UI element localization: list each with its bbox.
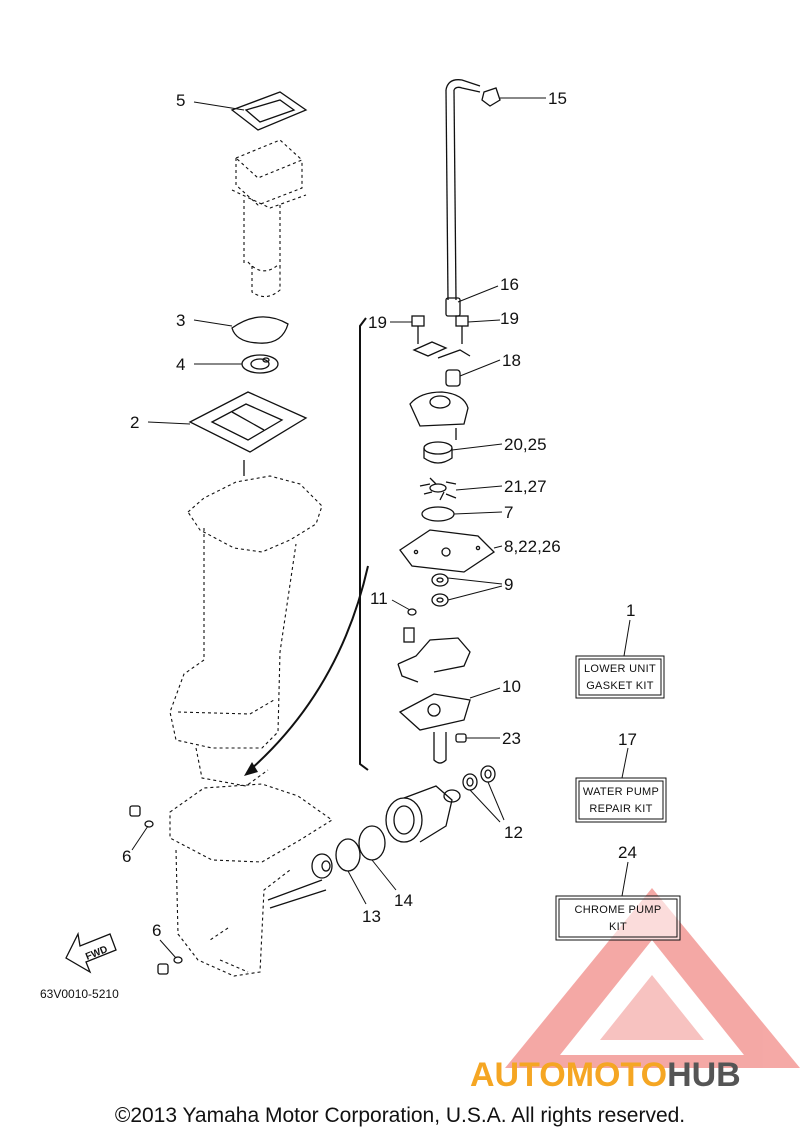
part-2-gasket xyxy=(188,391,308,476)
part-9-bearings xyxy=(431,573,449,607)
fwd-arrow-icon: FWD xyxy=(65,931,117,974)
group-bracket xyxy=(359,317,369,771)
part-4-seal xyxy=(241,354,279,374)
part-13-oring xyxy=(335,838,361,872)
kit-chrome-pump: CHROME PUMP KIT xyxy=(555,895,681,941)
part-7-oring xyxy=(421,506,455,522)
callout-23: 23 xyxy=(502,729,521,748)
part-19-bolt-left xyxy=(411,315,425,344)
callout-6-top: 6 xyxy=(122,847,131,866)
callout-3: 3 xyxy=(176,311,185,330)
watermark-text-part1: AUTOMOTO xyxy=(470,1056,667,1094)
watermark-logo xyxy=(505,888,800,1068)
kit-water-pump-line2: REPAIR KIT xyxy=(589,803,652,815)
callout-7: 7 xyxy=(504,503,513,522)
callout-10: 10 xyxy=(502,677,521,696)
callout-14: 14 xyxy=(394,891,413,910)
pump-housing-drawing xyxy=(409,341,471,440)
part-19-bolt-right xyxy=(455,315,469,344)
shaft-bearing xyxy=(311,853,333,879)
callout-16: 16 xyxy=(500,275,519,294)
callout-numbers: 5 3 4 2 6 6 15 16 19 19 18 20,25 21,27 7… xyxy=(122,89,637,940)
kit-water-pump-line1: WATER PUMP xyxy=(583,786,659,798)
callout-21-27: 21,27 xyxy=(504,477,547,496)
part-10-plate xyxy=(398,693,471,731)
driveshaft-housing-drawing xyxy=(169,475,323,787)
part-16-tube-end xyxy=(445,297,461,317)
part-14-oring xyxy=(358,825,386,861)
diagram-code: 63V0010-5210 xyxy=(40,987,119,1001)
upper-guide-drawing xyxy=(231,139,307,298)
callout-24: 24 xyxy=(618,843,637,862)
callout-4: 4 xyxy=(176,355,185,374)
kit-chrome-pump-line2: KIT xyxy=(609,921,627,933)
flow-arrow-head xyxy=(244,762,258,776)
kit-chrome-pump-line1: CHROME PUMP xyxy=(574,904,661,916)
part-6-screw-top xyxy=(129,805,154,828)
gearcase-drawing xyxy=(169,783,333,977)
callout-9: 9 xyxy=(504,575,513,594)
part-15-water-tube xyxy=(445,79,501,301)
callout-1: 1 xyxy=(626,601,635,620)
kit-lower-unit-line2: GASKET KIT xyxy=(586,680,654,692)
callout-17: 17 xyxy=(618,730,637,749)
callout-5: 5 xyxy=(176,91,185,110)
flow-arrow xyxy=(249,565,369,771)
part-8-plate xyxy=(399,529,496,573)
kit-lower-unit-gasket: LOWER UNIT GASKET KIT xyxy=(575,655,665,699)
part-21-impeller xyxy=(419,477,457,501)
callout-6-bottom: 6 xyxy=(152,921,161,940)
callout-19-left: 19 xyxy=(368,313,387,332)
callout-18: 18 xyxy=(502,351,521,370)
callout-13: 13 xyxy=(362,907,381,926)
kit-water-pump-repair: WATER PUMP REPAIR KIT xyxy=(575,777,667,823)
callout-19-right: 19 xyxy=(500,309,519,328)
callout-11: 11 xyxy=(370,589,388,608)
callout-8-22-26: 8,22,26 xyxy=(504,537,561,556)
leader-lines xyxy=(131,97,631,959)
part-5-gasket xyxy=(230,91,308,131)
part-3-oring xyxy=(231,316,289,344)
drive-shaft xyxy=(433,732,467,764)
prop-shaft-housing xyxy=(385,785,461,843)
callout-12: 12 xyxy=(504,823,523,842)
callout-20-25: 20,25 xyxy=(504,435,547,454)
callout-2: 2 xyxy=(130,413,139,432)
watermark-text-part2: HUB xyxy=(667,1056,741,1094)
callout-15: 15 xyxy=(548,89,567,108)
part-20-insert xyxy=(423,441,453,464)
copyright-notice: ©2013 Yamaha Motor Corporation, U.S.A. A… xyxy=(114,1104,686,1127)
part-6-screw-bottom xyxy=(157,956,183,975)
kit-lower-unit-line1: LOWER UNIT xyxy=(584,663,656,675)
part-11-ball xyxy=(407,608,417,616)
watermark-text: AUTOMOTOHUB xyxy=(470,1056,741,1094)
lower-pump-casing xyxy=(397,627,471,683)
